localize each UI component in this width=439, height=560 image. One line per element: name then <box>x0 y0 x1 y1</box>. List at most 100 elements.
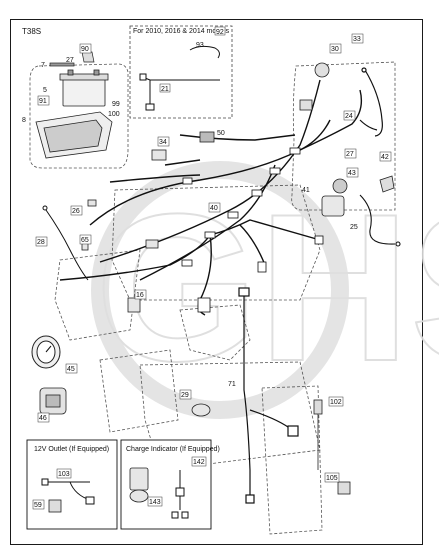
part-labels: 92 93 30 33 90 7 27 21 5 91 100 99 8 24 … <box>22 26 392 510</box>
part-label-24: 24 <box>343 110 356 121</box>
inset-12v-title: 12V Outlet (If Equipped) <box>34 446 109 453</box>
svg-text:45: 45 <box>67 366 75 373</box>
svg-text:25: 25 <box>350 224 358 231</box>
svg-text:43: 43 <box>348 170 356 177</box>
outlet-socket-icon <box>48 499 62 513</box>
svg-text:65: 65 <box>81 237 89 244</box>
watermark-logo: GHS <box>91 161 439 419</box>
switch-icon <box>313 399 323 470</box>
part-label-100: 100 <box>108 111 120 118</box>
svg-text:142: 142 <box>193 459 205 466</box>
lamp-icon <box>191 403 211 417</box>
svg-text:24: 24 <box>345 113 353 120</box>
svg-text:59: 59 <box>34 502 42 509</box>
solenoid-icon <box>321 178 348 217</box>
svg-text:27: 27 <box>66 57 74 64</box>
part-label-28: 28 <box>35 236 48 247</box>
svg-text:7: 7 <box>41 62 45 69</box>
svg-text:103: 103 <box>58 471 70 478</box>
part-label-45: 45 <box>65 363 78 374</box>
part-label-102: 102 <box>328 396 344 407</box>
part-label-27b: 27 <box>344 148 357 159</box>
part-label-34: 34 <box>157 136 170 147</box>
part-label-30: 30 <box>329 43 342 54</box>
svg-text:50: 50 <box>217 130 225 137</box>
svg-text:71: 71 <box>228 381 236 388</box>
svg-text:16: 16 <box>136 292 144 299</box>
part-label-143: 143 <box>147 496 163 507</box>
part-label-99: 99 <box>112 101 120 108</box>
harness-connectors <box>181 147 324 313</box>
battery-tray-icon <box>35 111 113 159</box>
svg-text:8: 8 <box>22 117 26 124</box>
svg-text:28: 28 <box>37 239 45 246</box>
svg-text:105: 105 <box>326 475 338 482</box>
part-label-40: 40 <box>208 202 221 213</box>
svg-text:27: 27 <box>346 151 354 158</box>
part-label-90: 90 <box>79 43 92 54</box>
part-label-8: 8 <box>22 117 26 124</box>
hour-meter-icon <box>31 335 61 369</box>
svg-text:100: 100 <box>108 111 120 118</box>
inset-top-models <box>129 25 233 119</box>
svg-text:33: 33 <box>353 36 361 43</box>
inset-12v-outlet <box>26 439 118 530</box>
part-label-29: 29 <box>179 389 192 400</box>
svg-text:42: 42 <box>381 154 389 161</box>
svg-text:91: 91 <box>39 98 47 105</box>
svg-text:46: 46 <box>39 415 47 422</box>
cable-25 <box>359 194 401 247</box>
part-label-50: 50 <box>217 130 225 137</box>
svg-text:34: 34 <box>159 139 167 146</box>
svg-text:21: 21 <box>161 86 169 93</box>
part-label-33: 33 <box>351 33 364 44</box>
part-label-5: 5 <box>43 87 47 94</box>
watermark-text: GHS <box>95 170 439 405</box>
svg-text:5: 5 <box>43 87 47 94</box>
part-label-65: 65 <box>79 234 92 245</box>
fuse-holder-icon <box>379 175 395 193</box>
svg-text:41: 41 <box>302 187 310 194</box>
dashed-regions <box>29 61 396 535</box>
part-label-93: 93 <box>196 42 204 49</box>
inset-top-note: For 2010, 2016 & 2014 models <box>133 28 230 35</box>
svg-text:30: 30 <box>331 46 339 53</box>
cable-71 <box>238 287 299 504</box>
part-label-91: 91 <box>37 95 50 106</box>
part-label-103: 103 <box>56 468 72 479</box>
part-label-71: 71 <box>228 381 236 388</box>
part-label-59: 59 <box>32 499 45 510</box>
outlet-harness <box>41 478 95 505</box>
svg-text:93: 93 <box>196 42 204 49</box>
charge-indicator-icon <box>129 467 149 503</box>
svg-text:40: 40 <box>210 205 218 212</box>
cable-24 <box>359 67 383 137</box>
part-label-25: 25 <box>350 224 358 231</box>
svg-text:102: 102 <box>330 399 342 406</box>
svg-text:90: 90 <box>81 46 89 53</box>
part-label-7: 7 <box>41 62 45 69</box>
part-label-41: 41 <box>302 187 310 194</box>
seat-switch-icon <box>337 481 351 495</box>
model-code: T38S <box>22 27 41 36</box>
part-label-43: 43 <box>346 167 359 178</box>
part-label-27a: 27 <box>66 57 74 64</box>
inset-top-harness <box>139 45 220 111</box>
part-label-26: 26 <box>70 205 83 216</box>
part-label-21: 21 <box>159 83 171 93</box>
part-label-46: 46 <box>37 412 50 423</box>
plug-icon <box>39 387 67 415</box>
svg-text:26: 26 <box>72 208 80 215</box>
part-label-92: 92 <box>214 26 226 36</box>
part-label-16: 16 <box>134 289 147 300</box>
svg-text:143: 143 <box>149 499 161 506</box>
battery-icon <box>59 69 109 107</box>
ignition-switch-icon <box>299 62 330 111</box>
part-label-105: 105 <box>324 472 340 483</box>
small-connectors <box>81 131 215 313</box>
cable-28 <box>42 205 89 281</box>
svg-text:29: 29 <box>181 392 189 399</box>
part-label-142: 142 <box>191 456 207 467</box>
svg-text:99: 99 <box>112 101 120 108</box>
